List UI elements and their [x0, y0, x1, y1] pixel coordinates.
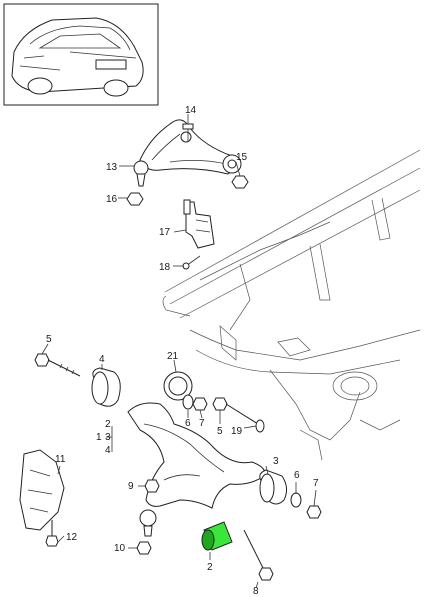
heat-shield-11	[19, 449, 65, 531]
bushing-2-highlighted[interactable]	[201, 521, 233, 551]
callout-3-group: 3	[105, 432, 111, 443]
nut-15	[231, 175, 249, 189]
callout-21: 21	[167, 351, 179, 362]
subframe-line-art	[162, 149, 421, 461]
callout-10: 10	[114, 543, 126, 554]
nut-7-right	[306, 505, 322, 519]
callout-5-right: 5	[217, 426, 223, 437]
sensor-17	[183, 199, 215, 249]
nut-9	[144, 479, 160, 493]
callout-19: 19	[231, 426, 243, 437]
callout-15: 15	[236, 152, 248, 163]
bolt-18	[182, 255, 201, 270]
callout-7-middle: 7	[199, 418, 205, 429]
callout-8: 8	[253, 586, 259, 597]
callout-18: 18	[159, 262, 171, 273]
callout-2-group: 2	[105, 419, 111, 430]
nut-7-middle	[192, 397, 208, 411]
washer-6-middle	[182, 394, 194, 410]
callout-11: 11	[55, 454, 66, 465]
callout-6-middle: 6	[185, 418, 191, 429]
bolt-19	[255, 419, 265, 433]
ring-21	[163, 371, 193, 401]
callout-14: 14	[185, 105, 197, 116]
bolt-8	[243, 529, 274, 581]
callout-5-left: 5	[46, 334, 52, 345]
upper-control-arm	[133, 119, 242, 187]
callout-16: 16	[106, 194, 118, 205]
callout-12: 12	[66, 532, 78, 543]
bolt-5-left	[34, 353, 81, 377]
callout-3: 3	[273, 456, 279, 467]
callout-1: 1	[96, 432, 102, 443]
callout-17: 17	[159, 227, 171, 238]
leader-lines	[41, 114, 317, 589]
nut-10	[136, 541, 152, 555]
lower-control-arm	[127, 402, 266, 537]
callout-7-right: 7	[313, 478, 319, 489]
callout-4: 4	[99, 354, 105, 365]
callout-4-group: 4	[105, 445, 111, 456]
bolt-12	[45, 520, 59, 547]
washer-6-right	[290, 492, 302, 508]
callout-13: 13	[106, 162, 118, 173]
bushing-3	[259, 469, 288, 505]
bolt-5-right	[212, 397, 259, 425]
vehicle-thumbnail	[3, 3, 159, 106]
callout-9: 9	[128, 481, 134, 492]
callout-6-right: 6	[294, 470, 300, 481]
nut-16	[126, 192, 144, 206]
bushing-4	[91, 367, 121, 407]
callout-2: 2	[207, 562, 213, 573]
callout-labels: 14 13 15 16 17 18 5 4 21 6 7 5 19 2 1 3 …	[46, 105, 319, 597]
